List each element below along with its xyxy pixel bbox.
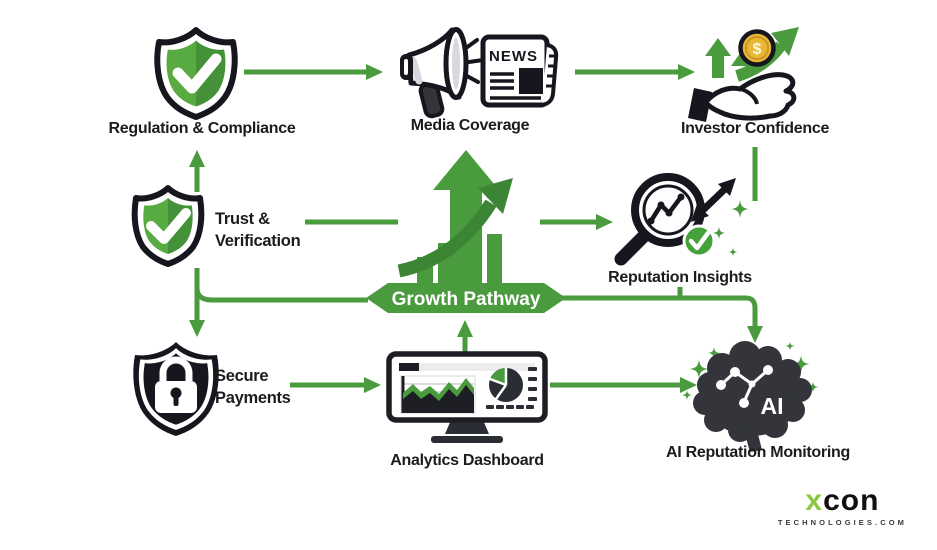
xcon-logo-tagline: TECHNOLOGIES.COM <box>777 517 907 527</box>
growth-pathway-banner: Growth Pathway <box>366 283 566 313</box>
newspaper-icon: NEWS <box>480 34 559 108</box>
edge-trust-growth-branch <box>194 287 368 303</box>
xcon-logo-wordmark: xcon <box>778 483 907 517</box>
analytics-monitor-icon <box>386 351 548 443</box>
xcon-logo-x: x <box>805 483 824 517</box>
newspaper-title: NEWS <box>489 48 538 65</box>
growth-chart-icon <box>397 150 513 283</box>
label-secure-line1: Secure <box>215 367 268 385</box>
label-secure-line2: Payments <box>215 389 291 407</box>
label-trust-line2: Verification <box>215 232 301 250</box>
ai-brain-icon: AI <box>682 341 819 452</box>
label-media-coverage: Media Coverage <box>411 117 530 134</box>
label-ai-reputation-monitoring: AI Reputation Monitoring <box>666 444 850 461</box>
label-trust-line1: Trust & <box>215 210 270 228</box>
shield-lock-icon-secure <box>133 342 219 436</box>
growth-pathway-label: Growth Pathway <box>392 289 541 310</box>
connectors <box>189 64 763 393</box>
xcon-logo: xcon TECHNOLOGIES.COM <box>777 483 907 527</box>
shield-check-icon-regulation <box>154 27 238 120</box>
label-investor-confidence: Investor Confidence <box>681 120 830 137</box>
ai-brain-label: AI <box>761 393 784 419</box>
coin-dollar-symbol: $ <box>753 41 762 58</box>
magnifier-insights-icon <box>614 173 749 266</box>
label-analytics-dashboard: Analytics Dashboard <box>390 452 543 469</box>
shield-check-icon-trust <box>131 185 205 267</box>
label-reputation-insights: Reputation Insights <box>608 269 752 286</box>
edge-growth-ai <box>560 295 763 343</box>
xcon-logo-con: con <box>823 483 880 517</box>
megaphone-icon <box>400 27 485 119</box>
investor-hand-coin-icon: $ <box>688 27 799 122</box>
label-regulation-compliance: Regulation & Compliance <box>109 120 296 137</box>
